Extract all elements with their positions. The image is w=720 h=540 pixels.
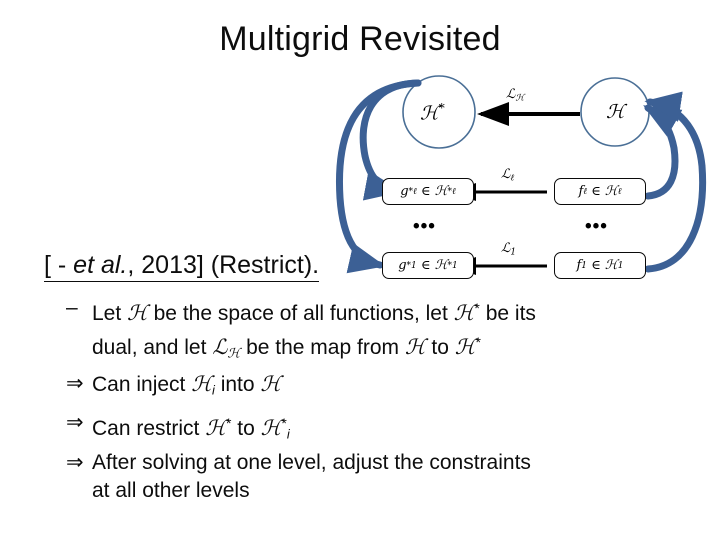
box-g-ell-member: ∈ xyxy=(420,184,431,199)
diagram-canvas xyxy=(335,75,707,275)
box-f-1-space-sub: 1 xyxy=(617,260,624,271)
b2-b: to xyxy=(231,417,261,440)
node-circle-h xyxy=(580,77,650,147)
box-g-1-sub: 1 xyxy=(411,260,417,271)
b2-sub2: i xyxy=(286,426,290,442)
box-g-ell-space-sub: ℓ xyxy=(452,187,456,197)
bullet-item-restrict: ⇒ Can restrict ℋ* to ℋ*i xyxy=(66,409,676,448)
b1-b: into xyxy=(214,373,261,396)
box-f-1-space: ℋ xyxy=(604,258,618,273)
b0-f: to xyxy=(425,336,455,359)
box-f-ell-member: ∈ xyxy=(591,184,601,199)
page-title: Multigrid Revisited xyxy=(219,20,501,58)
bullet-text-inject: Can inject ℋi into ℋ xyxy=(92,370,281,404)
box-g-ell-var: g xyxy=(400,184,409,199)
b0-L: ℒ xyxy=(212,335,228,359)
b0-e: be the map from xyxy=(240,336,405,359)
box-g-ell-sup: * xyxy=(408,186,414,197)
box-g-1-space-sub: 1 xyxy=(452,260,458,271)
box-g-ell-sub: ℓ xyxy=(413,187,417,197)
b0-Hstar: ℋ xyxy=(453,301,475,325)
b2-a: Can restrict xyxy=(92,417,206,440)
b0-Hstar2: ℋ xyxy=(454,335,476,359)
box-f-ell-sub: ℓ xyxy=(583,187,588,197)
b3-line2: at all other levels xyxy=(92,479,250,502)
b0-a: Let xyxy=(92,302,128,325)
b0-d: dual, and let xyxy=(92,336,213,359)
arrow-inject-f-ell xyxy=(643,104,683,200)
bullet-text-restrict: Can restrict ℋ* to ℋ*i xyxy=(92,415,290,442)
bullet-marker-implies-1: ⇒ xyxy=(66,372,84,395)
b3-line1: After solving at one level, adjust the c… xyxy=(92,451,531,474)
box-g-ell-space-sup: * xyxy=(447,186,453,197)
box-g-1-sup: * xyxy=(406,260,412,271)
citation-prefix: [ - xyxy=(44,251,74,279)
box-g-ell-space: ℋ xyxy=(434,184,448,199)
bullet-item-definition: – Let ℋ be the space of all functions, l… xyxy=(66,294,676,368)
box-g-1-space-sup: * xyxy=(447,260,453,271)
arrow-inject-f-1 xyxy=(644,91,707,273)
box-f-ell-space-sub: ℓ xyxy=(617,187,622,197)
b0-b: be the space of all functions, let xyxy=(147,302,454,325)
b2-var2: ℋ xyxy=(260,416,282,440)
bullet-text-definition: Let ℋ be the space of all functions, let… xyxy=(92,300,536,362)
citation-heading: [ - et al., 2013] (Restrict). xyxy=(44,250,320,282)
b1-sub1: i xyxy=(211,382,215,398)
b1-var1: ℋ xyxy=(191,372,212,396)
b2-var1: ℋ xyxy=(205,416,226,440)
b0-H2: ℋ xyxy=(404,335,426,359)
b0-Lsub: ℋ xyxy=(227,346,241,362)
box-f-ell-var: f xyxy=(578,184,584,199)
bullet-marker-dash: – xyxy=(66,296,78,319)
box-g-1-member: ∈ xyxy=(420,258,431,273)
citation-italic: et al. xyxy=(73,251,128,279)
box-f-1-var: f xyxy=(576,258,582,273)
bullet-item-inject: ⇒ Can inject ℋi into ℋ xyxy=(66,370,676,404)
b1-a: Can inject xyxy=(92,373,192,396)
box-f-ell-space: ℋ xyxy=(604,184,618,199)
ellipsis-left: ••• xyxy=(413,216,436,237)
node-circle-h-dual xyxy=(402,75,476,149)
box-f-1-sub: 1 xyxy=(581,260,588,271)
bullet-marker-implies-3: ⇒ xyxy=(66,451,84,474)
node-box-g-ell: g*ℓ ∈ ℋ*ℓ xyxy=(382,178,474,205)
b0-H1: ℋ xyxy=(127,301,148,325)
box-g-1-var: g xyxy=(398,258,407,273)
box-f-1-member: ∈ xyxy=(591,258,601,273)
b0-c: be its xyxy=(479,302,536,325)
box-g-1-space: ℋ xyxy=(434,258,448,273)
bullet-marker-implies-2: ⇒ xyxy=(66,411,84,434)
bullet-text-adjust: After solving at one level, adjust the c… xyxy=(92,449,531,505)
bullet-item-adjust: ⇒ After solving at one level, adjust the… xyxy=(66,449,686,505)
citation-suffix: , 2013] (Restrict). xyxy=(127,251,320,279)
b1-var2: ℋ xyxy=(260,372,282,396)
node-box-g-1: g*1 ∈ ℋ*1 xyxy=(382,252,474,279)
ellipsis-right: ••• xyxy=(585,216,608,237)
arrow-restrict-to-g-1 xyxy=(335,79,422,274)
